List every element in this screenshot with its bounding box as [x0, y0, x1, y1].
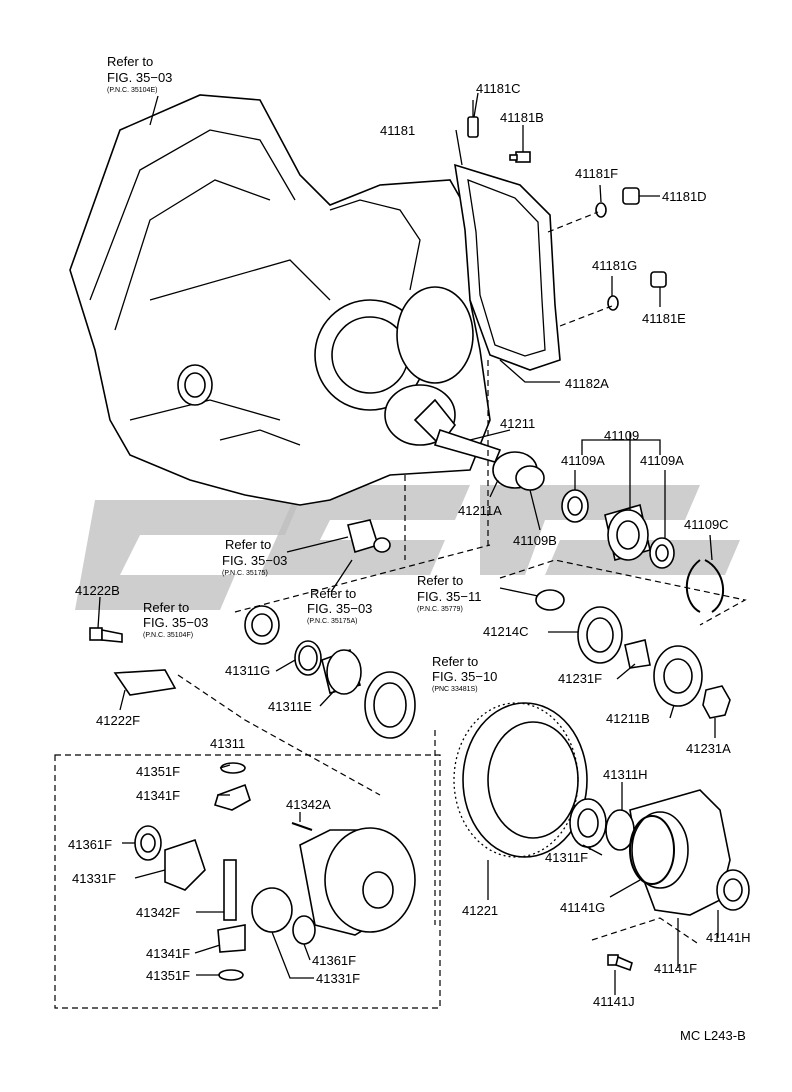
part-label: 41182A: [565, 376, 609, 391]
plug-41181d: [622, 187, 660, 205]
part-label: 41109A: [640, 453, 684, 468]
o-ring-41141g: [629, 815, 675, 885]
bolt-41181b: [509, 151, 531, 163]
bracket-41222f: [113, 669, 177, 696]
ref2-refer-to: Refer to: [225, 537, 271, 552]
shim-41311g: [294, 640, 322, 676]
reference-callout-6: Refer to FIG. 35−10 (PNC 33481S): [432, 654, 497, 693]
part-label: 41342A: [286, 797, 331, 812]
ref3-pnc: (P.N.C. 35175A): [307, 618, 357, 625]
bearing-41211b: [653, 645, 703, 707]
ref5-fig: FIG. 35−03: [143, 615, 208, 630]
ref4-pnc: (P.N.C. 35779): [417, 606, 463, 613]
ref4-refer-to: Refer to: [417, 573, 463, 588]
leader-lines: [97, 92, 719, 995]
part-label: 41214C: [483, 624, 529, 639]
differential-housing: [629, 789, 750, 916]
part-label: 41181: [380, 123, 415, 138]
plug-41181c: [467, 100, 479, 138]
part-label: 41141G: [560, 900, 605, 915]
ref2-pnc: (P.N.C. 35175): [222, 570, 268, 577]
part-label: 41181G: [592, 258, 637, 273]
plug-41181e: [650, 271, 667, 288]
part-label: 41331F: [316, 971, 360, 986]
ref4-fig: FIG. 35−11: [417, 589, 481, 604]
ref2-fig: FIG. 35−03: [222, 553, 287, 568]
washer-41181g: [607, 295, 619, 311]
part-label: 41109B: [513, 533, 557, 548]
ref3-refer-to: Refer to: [310, 586, 356, 601]
ref5-refer-to: Refer to: [143, 600, 189, 615]
part-label: 41181F: [575, 166, 618, 181]
transaxle-housing: [69, 94, 491, 506]
part-label: 41311: [210, 736, 245, 751]
sensor-rotor: [347, 519, 391, 554]
washer-41181f: [595, 202, 607, 218]
part-label: 41341F: [136, 788, 180, 803]
differential-group-box: [54, 754, 441, 1009]
ref6-fig: FIG. 35−10: [432, 669, 497, 684]
part-label: 41181E: [642, 311, 686, 326]
part-label: 41311F: [545, 850, 588, 865]
part-label: 41331F: [72, 871, 116, 886]
reference-callout-5: Refer to FIG. 35−03 (P.N.C. 35104F): [143, 600, 208, 639]
ref1-pnc: (P.N.C. 35104E): [107, 87, 157, 94]
part-label: 41109C: [684, 517, 729, 532]
part-label: 41222B: [75, 583, 120, 598]
spacer-41231f: [624, 639, 651, 669]
bearing-41311f: [569, 798, 607, 848]
part-label: 41231A: [686, 741, 731, 756]
part-label: 41341F: [146, 946, 190, 961]
ref6-refer-to: Refer to: [432, 654, 478, 669]
nut-41231a: [702, 685, 731, 719]
part-label: 41231F: [558, 671, 602, 686]
oil-seal-left: [244, 605, 280, 645]
ref3-fig: FIG. 35−03: [307, 601, 372, 616]
bearing-41311e: [321, 648, 362, 695]
oil-seal-center: [364, 671, 416, 739]
part-label: 41221: [462, 903, 498, 918]
ref1-fig: FIG. 35−03: [107, 70, 172, 85]
part-label: 41211B: [606, 711, 650, 726]
part-label: 41342F: [136, 905, 180, 920]
part-label: 41211A: [458, 503, 502, 518]
part-label: 41109A: [561, 453, 605, 468]
part-label: 41141F: [654, 961, 697, 976]
side-cover-plate: [454, 163, 561, 371]
reference-callout-1: Refer to FIG. 35−03 (P.N.C. 35104E): [107, 54, 172, 94]
ref5-pnc: (P.N.C. 35104F): [143, 632, 193, 639]
ref6-pnc: (PNC 33481S): [432, 686, 478, 693]
part-label: 41109: [604, 428, 639, 443]
reference-callout-2: Refer to FIG. 35−03 (P.N.C. 35175): [222, 537, 287, 577]
diagram-code: MC L243-B: [680, 1028, 746, 1043]
assembly-dashed-lines: [177, 211, 747, 946]
reference-callout-4: Refer to FIG. 35−11 (P.N.C. 35779): [417, 573, 481, 613]
part-label: 41181B: [500, 110, 544, 125]
part-label: 41181C: [476, 81, 521, 96]
part-label: 41222F: [96, 713, 140, 728]
part-label: 41311G: [225, 663, 270, 678]
reference-callout-3: Refer to FIG. 35−03 (P.N.C. 35175A): [307, 586, 372, 625]
part-label: 41351F: [136, 764, 180, 779]
part-label: 41141J: [593, 994, 635, 1009]
bolt-41141j: [607, 954, 633, 972]
part-label: 41361F: [68, 837, 112, 852]
part-label: 41211: [500, 416, 535, 431]
ring-gear: [453, 702, 588, 858]
speedometer-driven-gear: [535, 589, 565, 611]
part-label: 41311E: [268, 699, 312, 714]
bolt-41222b: [89, 627, 123, 643]
part-label: 41351F: [146, 968, 190, 983]
ref1-refer-to: Refer to: [107, 54, 153, 69]
bearing-41214c: [577, 606, 623, 664]
part-label: 41141H: [706, 930, 751, 945]
part-label: 41361F: [312, 953, 356, 968]
part-label: 41181D: [662, 189, 707, 204]
pinion-shaft: [413, 398, 545, 491]
part-label: 41311H: [603, 767, 648, 782]
part-number-labels: 41181C 41181 41181B 41181F 41181D 41181G…: [68, 81, 751, 1009]
